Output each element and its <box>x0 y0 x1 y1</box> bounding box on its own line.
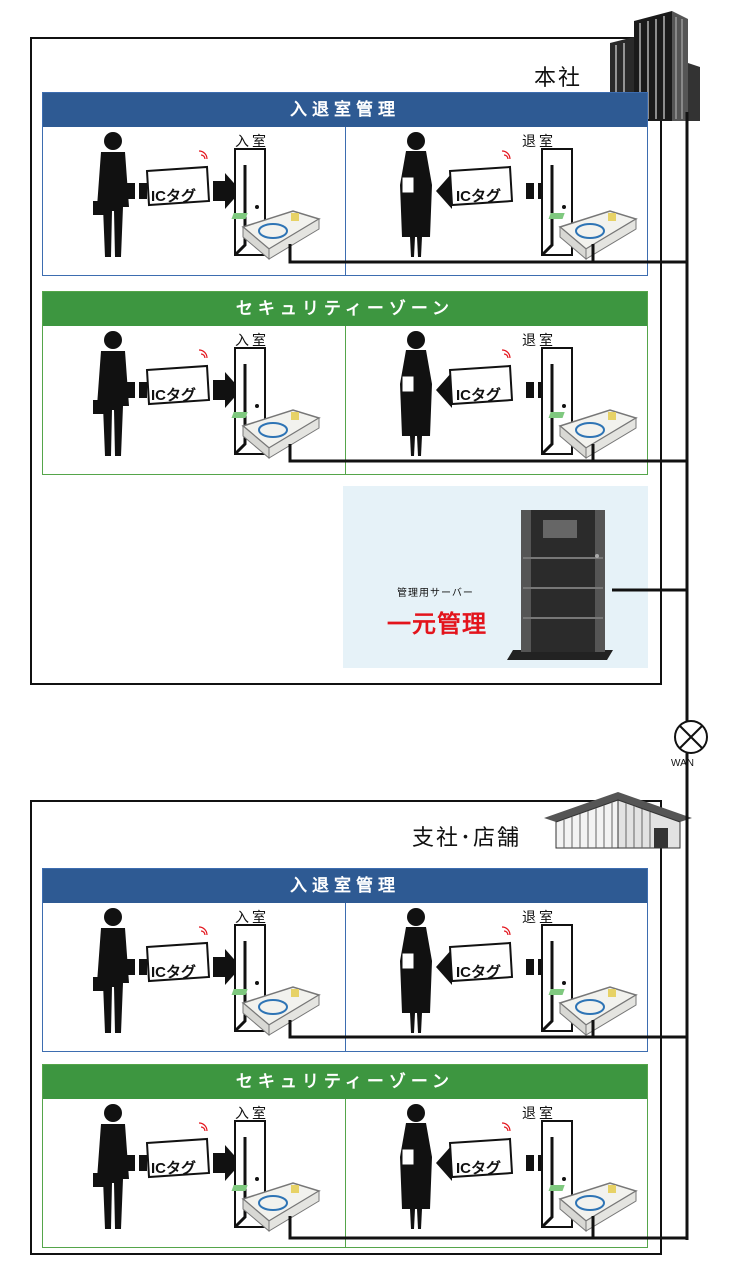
entry-half: 入室 ICタグ <box>43 127 345 267</box>
businesswoman-silhouette-icon <box>400 1104 432 1229</box>
businessman-silhouette-icon <box>93 908 129 1033</box>
branch-store-icon <box>544 792 692 849</box>
exit-label: 退室 <box>522 1106 556 1122</box>
server-panel: 管理用サーバー 一元管理 <box>343 486 648 668</box>
branch-security-zone: セキュリティーゾーン 入室 ICタグ <box>42 1064 648 1248</box>
ic-tag-card-icon <box>145 926 211 983</box>
card-reader-icon <box>231 409 321 460</box>
zone-divider <box>345 903 346 1051</box>
hq-title: 本社 <box>534 66 583 91</box>
entry-half: 入室 ICタグ <box>43 1099 345 1239</box>
businessman-silhouette-icon <box>93 331 129 456</box>
zone-title: セキュリティーゾーン <box>43 292 647 326</box>
ic-tag-card-icon <box>145 1122 211 1179</box>
arrow-right-icon <box>213 173 241 209</box>
branch-entry-exit-zone: 入退室管理 入室 ICタグ <box>42 868 648 1052</box>
entry-half: 入室 ICタグ <box>43 903 345 1043</box>
ic-tag-card-icon <box>448 1122 514 1179</box>
arrow-right-icon <box>127 382 147 398</box>
ic-tag-card-icon <box>145 349 211 406</box>
businesswoman-silhouette-icon <box>400 132 432 257</box>
exit-label: 退室 <box>522 333 556 349</box>
wan-label: WAN <box>671 758 694 769</box>
zone-title: セキュリティーゾーン <box>43 1065 647 1099</box>
entry-label: 入室 <box>235 333 269 349</box>
exit-label: 退室 <box>522 134 556 150</box>
centralized-management-label: 一元管理 <box>387 610 487 638</box>
exit-half: 退室 ICタグ <box>346 127 648 267</box>
businesswoman-silhouette-icon <box>400 908 432 1033</box>
zone-divider <box>345 127 346 275</box>
arrow-right-icon <box>213 372 241 408</box>
businesswoman-silhouette-icon <box>400 331 432 456</box>
exit-label: 退室 <box>522 910 556 926</box>
entry-label: 入室 <box>235 1106 269 1122</box>
exit-half: 退室 ICタグ <box>346 903 648 1043</box>
arrow-right-icon <box>127 959 147 975</box>
wan-router-icon <box>674 720 708 754</box>
arrow-right-icon <box>127 183 147 199</box>
businessman-silhouette-icon <box>93 132 129 257</box>
ic-tag-label: ICタグ <box>151 387 197 404</box>
exit-half: 退室 ICタグ <box>346 1099 648 1239</box>
ic-tag-card-icon <box>448 150 514 207</box>
arrow-right-icon <box>213 1145 241 1181</box>
entry-label: 入室 <box>235 134 269 150</box>
ic-tag-label: ICタグ <box>151 188 197 205</box>
ic-tag-label: ICタグ <box>151 1160 197 1177</box>
branch-title: 支社･店舗 <box>412 826 522 851</box>
card-reader-icon <box>231 210 321 261</box>
hq-security-zone: セキュリティーゾーン 入室 ICタグ <box>42 291 648 475</box>
ic-tag-label: ICタグ <box>456 387 502 404</box>
ic-tag-label: ICタグ <box>151 964 197 981</box>
zone-title: 入退室管理 <box>43 869 647 903</box>
zone-title: 入退室管理 <box>43 93 647 127</box>
card-reader-icon <box>231 1182 321 1233</box>
ic-tag-card-icon <box>448 926 514 983</box>
entry-label: 入室 <box>235 910 269 926</box>
arrow-right-icon <box>127 1155 147 1171</box>
server-caption: 管理用サーバー <box>397 588 474 599</box>
arrow-right-icon <box>213 949 241 985</box>
zone-divider <box>345 1099 346 1247</box>
ic-tag-card-icon <box>448 349 514 406</box>
exit-half: 退室 ICタグ <box>346 326 648 466</box>
businessman-silhouette-icon <box>93 1104 129 1229</box>
door-icon <box>233 924 266 1033</box>
hq-entry-exit-zone: 入退室管理 入室 ICタグ <box>42 92 648 276</box>
zone-divider <box>345 326 346 474</box>
entry-half: 入室 ICタグ <box>43 326 345 466</box>
server-rack-icon <box>507 510 613 660</box>
ic-tag-label: ICタグ <box>456 1160 502 1177</box>
ic-tag-label: ICタグ <box>456 188 502 205</box>
ic-tag-card-icon <box>145 150 211 207</box>
card-reader-icon <box>231 986 321 1037</box>
ic-tag-label: ICタグ <box>456 964 502 981</box>
